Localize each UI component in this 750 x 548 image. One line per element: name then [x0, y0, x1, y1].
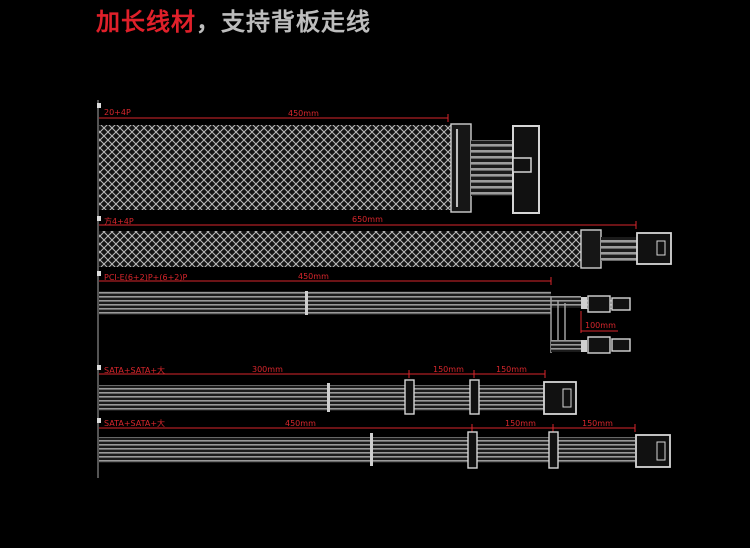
connector-latch: [656, 240, 666, 256]
dimension-label: 150mm: [496, 365, 527, 374]
dimension-label: 100mm: [585, 321, 616, 330]
dimension-label: 650mm: [352, 215, 383, 224]
cable-pcie: PCI-E(6+2)P+(6+2)P 450mm 100mm: [97, 271, 631, 354]
sata-connector: [469, 379, 480, 415]
label-marker: [97, 103, 101, 108]
cpu-connector: [636, 232, 672, 265]
molex-key: [656, 441, 666, 461]
connector-latch: [512, 157, 532, 173]
label-marker: [97, 365, 101, 370]
pcie-connector-2p: [611, 338, 631, 352]
dimension-label: 150mm: [505, 419, 536, 428]
cable-label: SATA+SATA+大: [104, 418, 165, 428]
cable-cpu: 方4+4P 650mm: [97, 215, 672, 269]
cable-clip: [327, 383, 330, 412]
braided-sleeve: [99, 231, 581, 267]
label-marker: [97, 216, 101, 221]
cable-clip: [370, 433, 373, 466]
sata-connector: [467, 431, 478, 469]
cable-label: PCI-E(6+2)P+(6+2)P: [104, 273, 187, 282]
label-marker: [97, 271, 101, 276]
dimension-label: 150mm: [582, 419, 613, 428]
sleeve-clamp: [580, 229, 602, 269]
sata-connector: [404, 379, 415, 415]
branch-clip: [581, 297, 587, 309]
cable-label: 方4+4P: [104, 216, 134, 226]
branch-clip: [581, 340, 587, 352]
cable-label: SATA+SATA+大: [104, 365, 165, 375]
dimension-label: 300mm: [252, 365, 283, 374]
dimension-label: 450mm: [285, 419, 316, 428]
wire-bundle: [471, 140, 513, 196]
cable-clip: [305, 291, 308, 315]
pcie-connector-6p: [587, 295, 611, 313]
flat-cable: [99, 291, 551, 315]
cable-atx: 20+4P 450mm: [97, 103, 540, 214]
dimension-label: 450mm: [298, 272, 329, 281]
flat-cable: [99, 437, 635, 463]
pcie-connector-6p: [587, 336, 611, 354]
sata-connector: [548, 431, 559, 469]
braided-sleeve: [99, 125, 451, 210]
branch-upper: [551, 296, 581, 308]
clamp-teeth: [455, 129, 459, 207]
cable-label: 20+4P: [104, 108, 131, 117]
label-marker: [97, 418, 101, 423]
title-rest: ，支持背板走线: [196, 8, 371, 36]
title-highlight: 加长线材: [96, 8, 196, 36]
sleeve-clamp: [450, 123, 472, 213]
dimension-label: 450mm: [288, 109, 319, 118]
molex-key: [562, 388, 572, 408]
page-title: 加长线材，支持背板走线: [96, 2, 371, 37]
branch-lower: [551, 340, 581, 352]
cable-sata-1: SATA+SATA+大 300mm 150mm 150mm: [97, 365, 577, 415]
pcie-connector-2p: [611, 297, 631, 311]
wire-bundle: [601, 237, 637, 261]
cable-sata-2: SATA+SATA+大 450mm 150mm 150mm: [97, 418, 671, 469]
atx-connector: [512, 125, 540, 214]
dimension-label: 150mm: [433, 365, 464, 374]
